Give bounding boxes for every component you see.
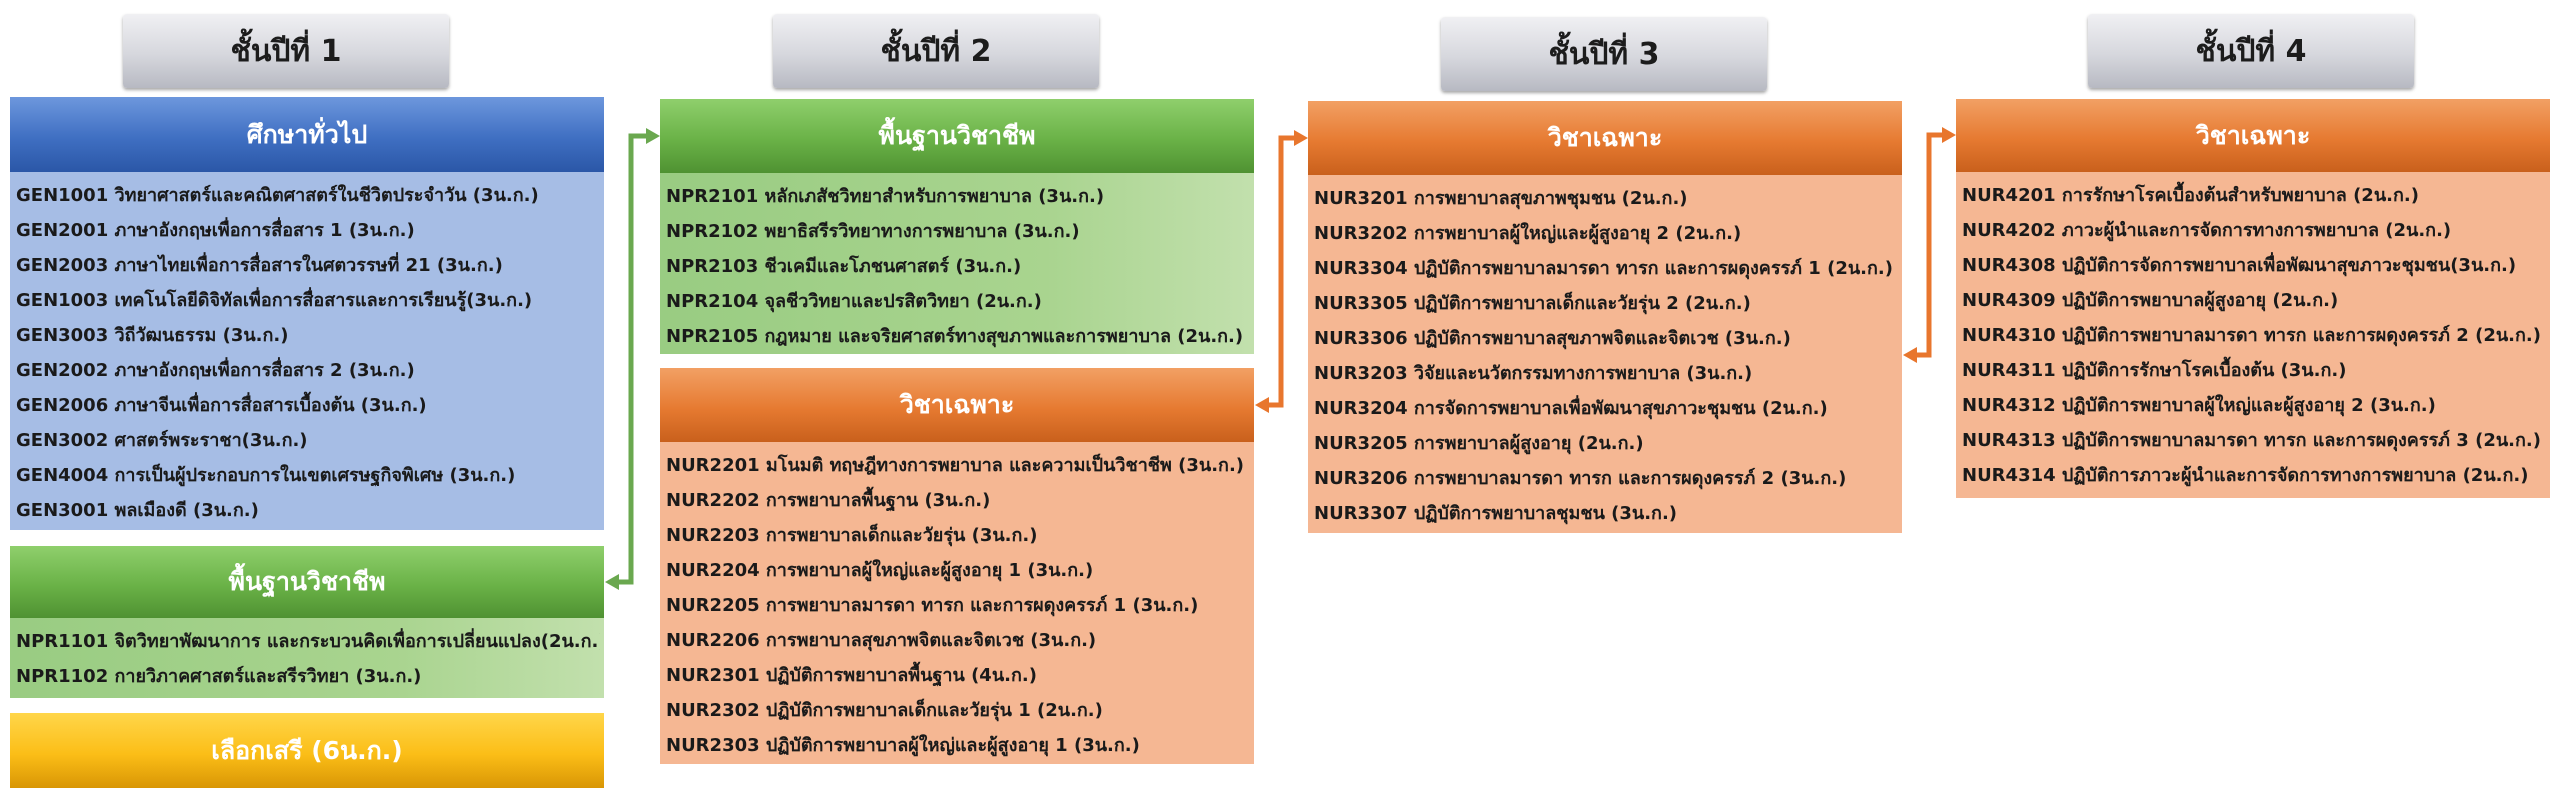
year3-specific-header: วิชาเฉพาะ xyxy=(1308,101,1902,175)
year4-specific-list: NUR4201 การรักษาโรคเบื้องต้นสำหรับพยาบาล… xyxy=(1956,172,2550,498)
course-item: NUR3305 ปฏิบัติการพยาบาลเด็กและวัยรุ่น 2… xyxy=(1314,293,1751,314)
green-arrowhead-right xyxy=(646,128,660,144)
course-item: NUR4201 การรักษาโรคเบื้องต้นสำหรับพยาบาล… xyxy=(1962,185,2419,206)
year1-foundation-header: พื้นฐานวิชาชีพ xyxy=(10,546,604,618)
year2-specific-list: NUR2201 มโนมติ ทฤษฎีทางการพยาบาล และความ… xyxy=(660,442,1254,764)
course-item: NUR3201 การพยาบาลสุขภาพชุมชน (2น.ก.) xyxy=(1314,188,1688,209)
course-item: NUR4310 ปฏิบัติการพยาบาลมารดา ทารก และกา… xyxy=(1962,325,2541,346)
orange-arrowhead-left-3-4 xyxy=(1903,347,1917,363)
course-item: NUR3307 ปฏิบัติการพยาบาลชุมชน (3น.ก.) xyxy=(1314,503,1678,524)
course-item: GEN1003 เทคโนโลยีดิจิทัลเพื่อการสื่อสารแ… xyxy=(16,290,533,311)
course-item: GEN4004 การเป็นผู้ประกอบการในเขตเศรษฐกิจ… xyxy=(16,465,516,486)
course-item: NUR2303 ปฏิบัติการพยาบาลผู้ใหญ่และผู้สูง… xyxy=(666,735,1140,756)
course-item: NUR4309 ปฏิบัติการพยาบาลผู้สูงอายุ (2น.ก… xyxy=(1962,290,2339,311)
course-item: GEN3001 พลเมืองดี (3น.ก.) xyxy=(16,500,259,521)
orange-arrowhead-left-2-3 xyxy=(1255,397,1269,413)
course-item: NPR2104 จุลชีววิทยาและปรสิตวิทยา (2น.ก.) xyxy=(666,291,1042,312)
course-item: NUR4313 ปฏิบัติการพยาบาลมารดา ทารก และกา… xyxy=(1962,430,2541,451)
course-item: NUR4314 ปฏิบัติการภาวะผู้นำและการจัดการท… xyxy=(1962,465,2529,486)
course-item: NPR1101 จิตวิทยาพัฒนาการ และกระบวนคิดเพื… xyxy=(16,631,600,652)
course-item: NUR3304 ปฏิบัติการพยาบาลมารดา ทารก และกา… xyxy=(1314,258,1893,279)
year1-general-header: ศึกษาทั่วไป xyxy=(10,97,604,172)
course-item: NUR2302 ปฏิบัติการพยาบาลเด็กและวัยรุ่น 1… xyxy=(666,700,1103,721)
orange-arrowhead-right-2-3 xyxy=(1294,130,1308,146)
course-item: GEN2006 ภาษาจีนเพื่อการสื่อสารเบื้องต้น … xyxy=(16,395,427,416)
course-item: GEN2003 ภาษาไทยเพื่อการสื่อสารในศตวรรษที… xyxy=(16,255,503,276)
orange-connector-arrow-3-4 xyxy=(1911,132,1947,358)
year1-foundation-list: NPR1101 จิตวิทยาพัฒนาการ และกระบวนคิดเพื… xyxy=(10,618,604,698)
year-4-header: ชั้นปีที่ 4 xyxy=(2088,14,2414,88)
course-item: GEN2001 ภาษาอังกฤษเพื่อการสื่อสาร 1 (3น.… xyxy=(16,220,415,241)
year1-elective-header: เลือกเสรี (6น.ก.) xyxy=(10,713,604,788)
year2-specific-header: วิชาเฉพาะ xyxy=(660,368,1254,442)
course-item: NUR2203 การพยาบาลเด็กและวัยรุ่น (3น.ก.) xyxy=(666,525,1038,546)
course-item: GEN1001 วิทยาศาสตร์และคณิตศาสตร์ในชีวิตป… xyxy=(16,185,539,206)
green-arrowhead-left xyxy=(605,574,619,590)
course-item: NUR2204 การพยาบาลผู้ใหญ่และผู้สูงอายุ 1 … xyxy=(666,560,1094,581)
course-item: NPR1102 กายวิภาคศาสตร์และสรีรวิทยา (3น.ก… xyxy=(16,666,422,687)
course-item: NPR2101 หลักเภสัชวิทยาสำหรับการพยาบาล (3… xyxy=(666,186,1105,207)
course-item: NPR2105 กฎหมาย และจริยศาสตร์ทางสุขภาพและ… xyxy=(666,326,1244,347)
year3-specific-list: NUR3201 การพยาบาลสุขภาพชุมชน (2น.ก.) NUR… xyxy=(1308,175,1902,533)
course-item: NUR2301 ปฏิบัติการพยาบาลพื้นฐาน (4น.ก.) xyxy=(666,665,1037,686)
course-item: NUR2201 มโนมติ ทฤษฎีทางการพยาบาล และความ… xyxy=(666,455,1245,476)
orange-arrowhead-right-3-4 xyxy=(1942,127,1956,143)
course-item: NUR3204 การจัดการพยาบาลเพื่อพัฒนาสุขภาวะ… xyxy=(1314,398,1828,419)
course-item: GEN2002 ภาษาอังกฤษเพื่อการสื่อสาร 2 (3น.… xyxy=(16,360,415,381)
course-item: NPR2103 ชีวเคมีและโภชนศาสตร์ (3น.ก.) xyxy=(666,256,1022,277)
course-item: NUR3306 ปฏิบัติการพยาบาลสุขภาพจิตและจิตเ… xyxy=(1314,328,1791,349)
year-1-header: ชั้นปีที่ 1 xyxy=(123,14,449,88)
green-connector-arrow xyxy=(613,133,650,585)
course-item: NUR4308 ปฏิบัติการจัดการพยาบาลเพื่อพัฒนา… xyxy=(1962,255,2517,276)
course-item: NUR3202 การพยาบาลผู้ใหญ่และผู้สูงอายุ 2 … xyxy=(1314,223,1742,244)
year2-foundation-list: NPR2101 หลักเภสัชวิทยาสำหรับการพยาบาล (3… xyxy=(660,173,1254,354)
course-item: NPR2102 พยาธิสรีรวิทยาทางการพยาบาล (3น.ก… xyxy=(666,221,1080,242)
year-3-header: ชั้นปีที่ 3 xyxy=(1441,17,1767,91)
course-item: NUR3206 การพยาบาลมารดา ทารก และการผดุงคร… xyxy=(1314,468,1847,489)
year1-general-list: GEN1001 วิทยาศาสตร์และคณิตศาสตร์ในชีวิตป… xyxy=(10,172,604,530)
course-item: GEN3002 ศาสตร์พระราชา(3น.ก.) xyxy=(16,430,308,451)
course-item: NUR2206 การพยาบาลสุขภาพจิตและจิตเวช (3น.… xyxy=(666,630,1097,651)
course-item: NUR3203 วิจัยและนวัตกรรมทางการพยาบาล (3น… xyxy=(1314,363,1753,384)
year4-specific-header: วิชาเฉพาะ xyxy=(1956,99,2550,172)
course-item: NUR2205 การพยาบาลมารดา ทารก และการผดุงคร… xyxy=(666,595,1199,616)
course-item: NUR2202 การพยาบาลพื้นฐาน (3น.ก.) xyxy=(666,490,991,511)
course-item: NUR4312 ปฏิบัติการพยาบาลผู้ใหญ่และผู้สูง… xyxy=(1962,395,2436,416)
course-item: NUR4202 ภาวะผู้นำและการจัดการทางการพยาบา… xyxy=(1962,220,2452,241)
course-item: GEN3003 วิถีวัฒนธรรม (3น.ก.) xyxy=(16,325,289,346)
orange-connector-arrow-2-3 xyxy=(1263,135,1299,408)
course-item: NUR4311 ปฏิบัติการรักษาโรคเบื้องต้น (3น.… xyxy=(1962,360,2347,381)
year-2-header: ชั้นปีที่ 2 xyxy=(773,14,1099,88)
year2-foundation-header: พื้นฐานวิชาชีพ xyxy=(660,99,1254,173)
course-item: NUR3205 การพยาบาลผู้สูงอายุ (2น.ก.) xyxy=(1314,433,1644,454)
